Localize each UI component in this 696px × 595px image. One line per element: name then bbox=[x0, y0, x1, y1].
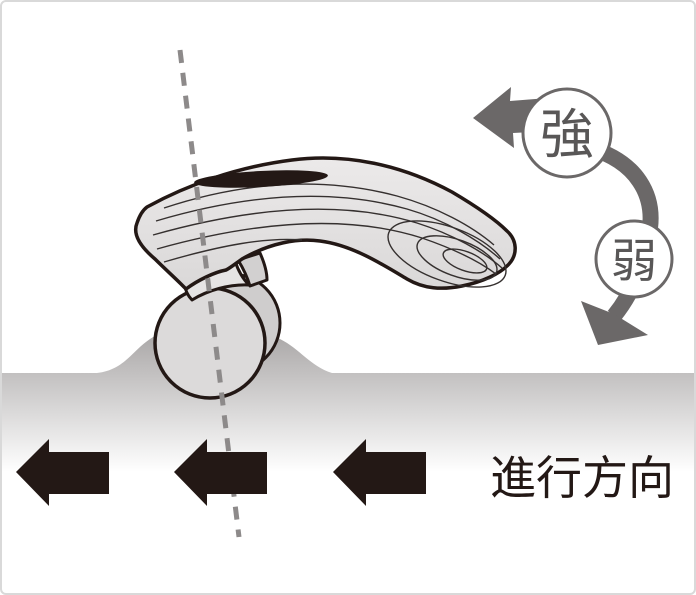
travel-arrow-icon bbox=[333, 439, 426, 506]
strong-label: 強 bbox=[540, 105, 594, 165]
travel-arrow-icon bbox=[174, 439, 267, 506]
handle-contour-lines bbox=[152, 183, 507, 288]
travel-direction-arrows bbox=[16, 439, 426, 506]
weak-label: 弱 bbox=[611, 235, 657, 287]
weak-badge-circle bbox=[594, 219, 674, 299]
swing-weak-arrow-icon bbox=[581, 301, 648, 345]
roller-fork-rear bbox=[236, 251, 269, 288]
swing-strong-arrow-icon bbox=[473, 87, 551, 148]
rotation-axis-dashed-line bbox=[177, 49, 242, 538]
travel-direction-label: 進行方向 bbox=[490, 452, 674, 504]
solar-panel bbox=[194, 170, 328, 188]
swing-strength-indicator: 強 弱 bbox=[473, 87, 674, 345]
travel-arrow-icon bbox=[16, 439, 109, 506]
strong-badge-circle bbox=[521, 87, 613, 179]
